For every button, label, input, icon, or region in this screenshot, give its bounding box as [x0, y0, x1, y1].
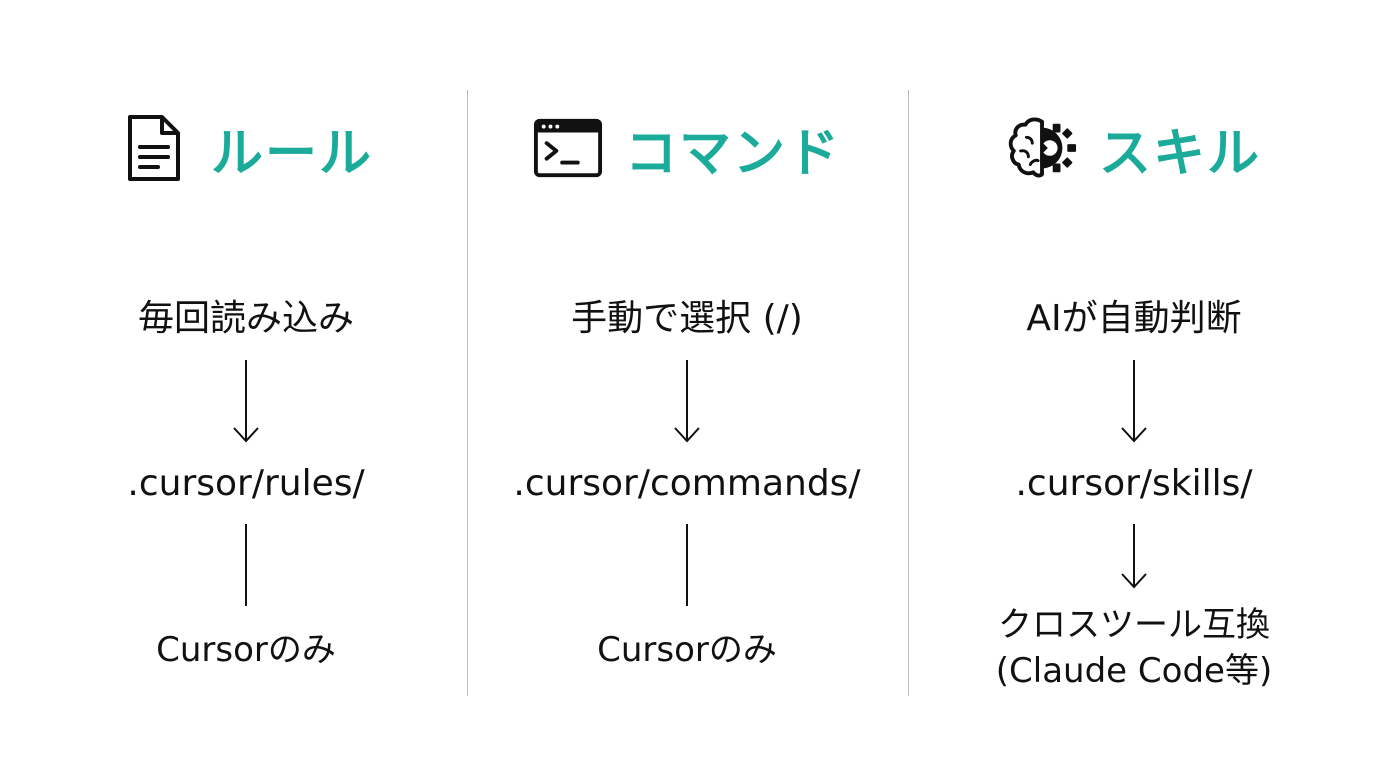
arrow-down-icon: [233, 360, 259, 443]
skills-header: スキル: [914, 108, 1354, 188]
rules-path: .cursor/rules/: [127, 463, 365, 504]
arrow-down-icon: [1121, 524, 1147, 589]
skills-trigger: AIが自動判断: [1026, 298, 1242, 339]
skills-path: .cursor/skills/: [1015, 463, 1253, 504]
commands-header: コマンド: [467, 108, 907, 188]
column-commands: コマンド 手動で選択 (/) .cursor/commands/ Cursorの…: [467, 0, 907, 768]
terminal-icon: [533, 113, 603, 183]
document-icon: [119, 113, 189, 183]
skills-scope: クロスツール互換 (Claude Code等): [914, 602, 1354, 694]
connector-line: [245, 524, 247, 606]
column-divider-2: [908, 90, 909, 696]
column-rules: ルール 毎回読み込み .cursor/rules/ Cursorのみ: [26, 0, 466, 768]
column-divider-1: [467, 90, 468, 696]
skills-scope-line1: クロスツール互換: [998, 605, 1270, 645]
arrow-down-icon: [674, 360, 700, 443]
skills-title: スキル: [1098, 123, 1261, 184]
skills-scope-line2: (Claude Code等): [995, 651, 1273, 691]
rules-title: ルール: [210, 123, 373, 184]
rules-header: ルール: [26, 108, 466, 188]
arrow-down-icon: [1121, 360, 1147, 443]
brain-gear-icon: [1007, 113, 1077, 183]
commands-title: コマンド: [624, 123, 841, 184]
commands-trigger: 手動で選択 (/): [571, 298, 803, 339]
column-skills: スキル AIが自動判断 .cursor/skills/ クロスツール互換 (Cl…: [914, 0, 1354, 768]
rules-scope: Cursorのみ: [156, 630, 336, 670]
connector-line: [686, 524, 688, 606]
rules-trigger: 毎回読み込み: [137, 298, 354, 339]
commands-scope: Cursorのみ: [597, 630, 777, 670]
commands-path: .cursor/commands/: [513, 463, 861, 504]
